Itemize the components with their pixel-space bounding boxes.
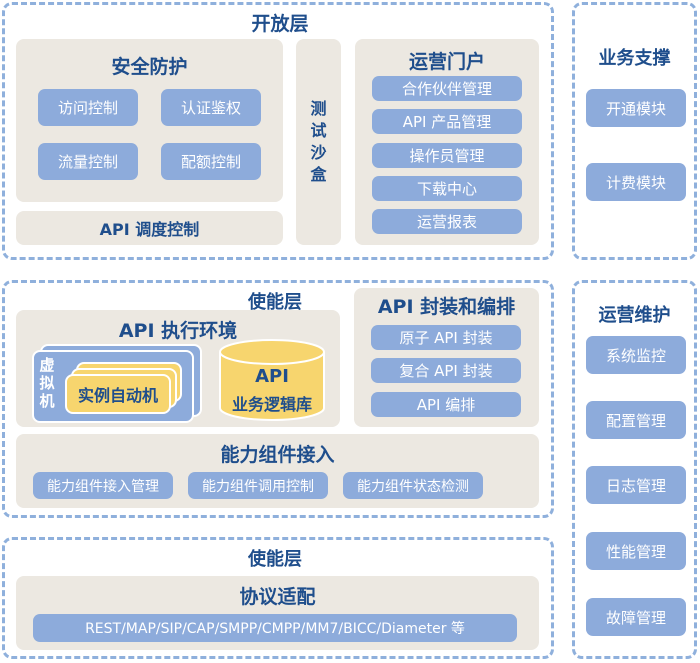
portal-item-operator-mgmt: 操作员管理 — [372, 143, 522, 168]
ops-item-config-mgmt: 配置管理 — [586, 401, 686, 439]
packaging-item-orchestration: API 编排 — [371, 392, 521, 417]
security-item-authentication: 认证鉴权 — [161, 89, 261, 126]
instance-card-front: 实例自动机 — [65, 374, 171, 414]
ops-item-system-monitoring: 系统监控 — [586, 336, 686, 374]
security-item-quota-control: 配额控制 — [161, 143, 261, 180]
security-item-flow-control: 流量控制 — [38, 143, 138, 180]
open-layer — [2, 2, 554, 260]
protocol-layer — [2, 537, 554, 659]
open-layer-title: 开放层 — [251, 13, 309, 35]
vm-label-char: 拟 — [39, 374, 55, 392]
sandbox-char: 盒 — [310, 165, 327, 184]
security-item-access-control: 访问控制 — [38, 89, 138, 126]
vm-label: 虚 拟 机 — [38, 356, 56, 410]
ops-item-log-mgmt: 日志管理 — [586, 466, 686, 504]
sandbox-char: 沙 — [310, 143, 327, 162]
api-dispatch-label: API 调度控制 — [99, 220, 200, 239]
database-label-line2: 业务逻辑库 — [231, 395, 312, 414]
business-item-billing: 计费模块 — [586, 163, 686, 201]
protocol-title: 协议适配 — [239, 586, 316, 608]
vm-label-char: 机 — [39, 392, 55, 410]
exec-env-title: API 执行环境 — [118, 320, 238, 342]
instance-label: 实例自动机 — [77, 386, 158, 405]
portal-title: 运营门户 — [408, 51, 485, 73]
capability-title: 能力组件接入 — [220, 444, 335, 466]
ops-item-performance-mgmt: 性能管理 — [586, 532, 686, 570]
sandbox-char: 试 — [310, 121, 327, 140]
database-icon — [219, 339, 325, 421]
business-support-panel — [572, 2, 697, 260]
protocol-list: REST/MAP/SIP/CAP/SMPP/CMPP/MM7/BICC/Diam… — [33, 614, 517, 642]
packaging-item-composite: 复合 API 封装 — [371, 358, 521, 383]
capability-item-status-check: 能力组件状态检测 — [343, 472, 483, 499]
capability-item-call-control: 能力组件调用控制 — [188, 472, 328, 499]
security-title: 安全防护 — [111, 56, 188, 78]
ops-maintenance-title: 运营维护 — [598, 305, 671, 326]
database-label-line1: API — [255, 366, 289, 387]
enable-layer-title: 使能层 — [248, 292, 302, 313]
enable-layer — [2, 280, 554, 518]
ops-maintenance-panel — [572, 280, 697, 659]
vm-label-char: 虚 — [39, 356, 55, 374]
portal-item-api-product-mgmt: API 产品管理 — [372, 109, 522, 134]
portal-item-ops-reports: 运营报表 — [372, 209, 522, 234]
protocol-layer-title: 使能层 — [248, 549, 302, 570]
sandbox-panel: 测 试 沙 盒 — [296, 39, 341, 245]
sandbox-char: 测 — [310, 99, 327, 118]
business-item-provisioning: 开通模块 — [586, 89, 686, 127]
packaging-title: API 封装和编排 — [377, 296, 516, 318]
portal-item-download-center: 下载中心 — [372, 176, 522, 201]
packaging-item-atomic: 原子 API 封装 — [371, 325, 521, 350]
portal-item-partner-mgmt: 合作伙伴管理 — [372, 76, 522, 101]
capability-item-access-mgmt: 能力组件接入管理 — [33, 472, 173, 499]
ops-item-fault-mgmt: 故障管理 — [586, 598, 686, 636]
api-dispatch-panel: API 调度控制 — [16, 211, 283, 245]
business-support-title: 业务支撑 — [598, 48, 671, 69]
